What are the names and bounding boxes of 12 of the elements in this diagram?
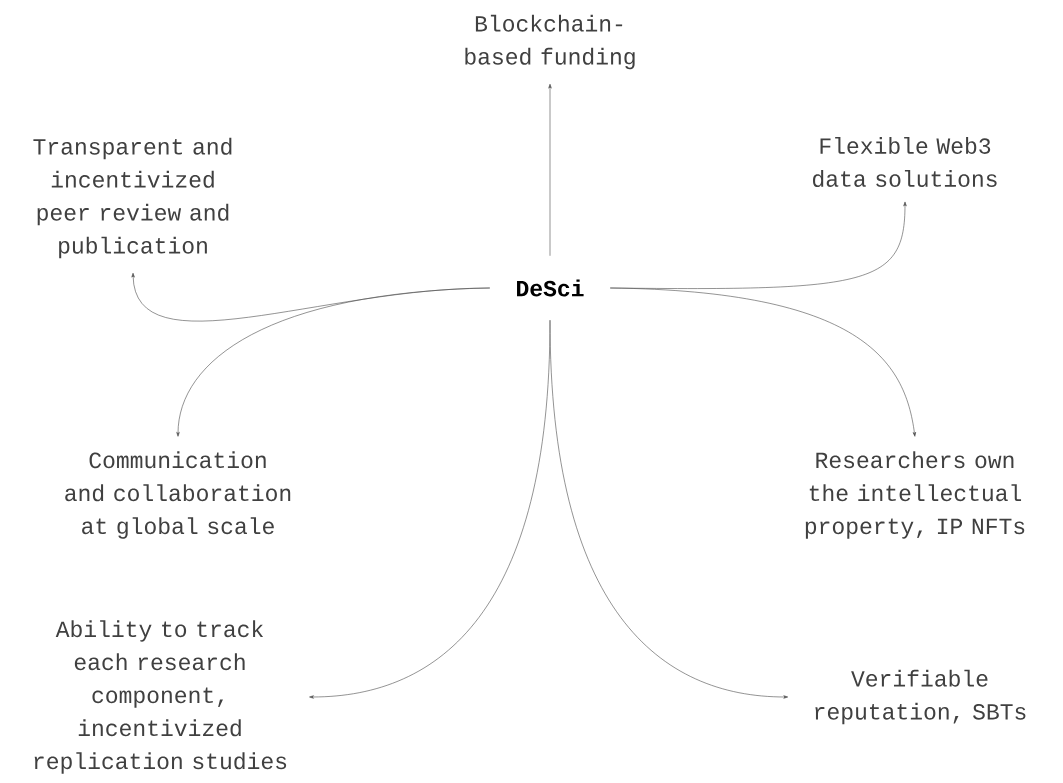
arrow	[609, 287, 916, 437]
topic-label: Verifiable reputation, SBTs	[815, 669, 1026, 725]
topic-label: Communication and collaboration at global scale	[65, 451, 291, 539]
topic-label: Transparent and incentivized peer review and publication	[33, 137, 232, 259]
topic-label: Flexible Web3 data solutions	[813, 137, 997, 187]
arrow	[176, 287, 491, 437]
arrow	[549, 319, 789, 699]
topic-label: Ability to track each research component, incentivized replication studies	[34, 620, 287, 774]
arrow	[548, 83, 552, 257]
topic-label: Researchers own the intellectual property, IP NFTs	[805, 451, 1025, 539]
topic-label: Blockchain-based funding	[465, 14, 635, 70]
center-label: DeSci	[517, 279, 584, 297]
